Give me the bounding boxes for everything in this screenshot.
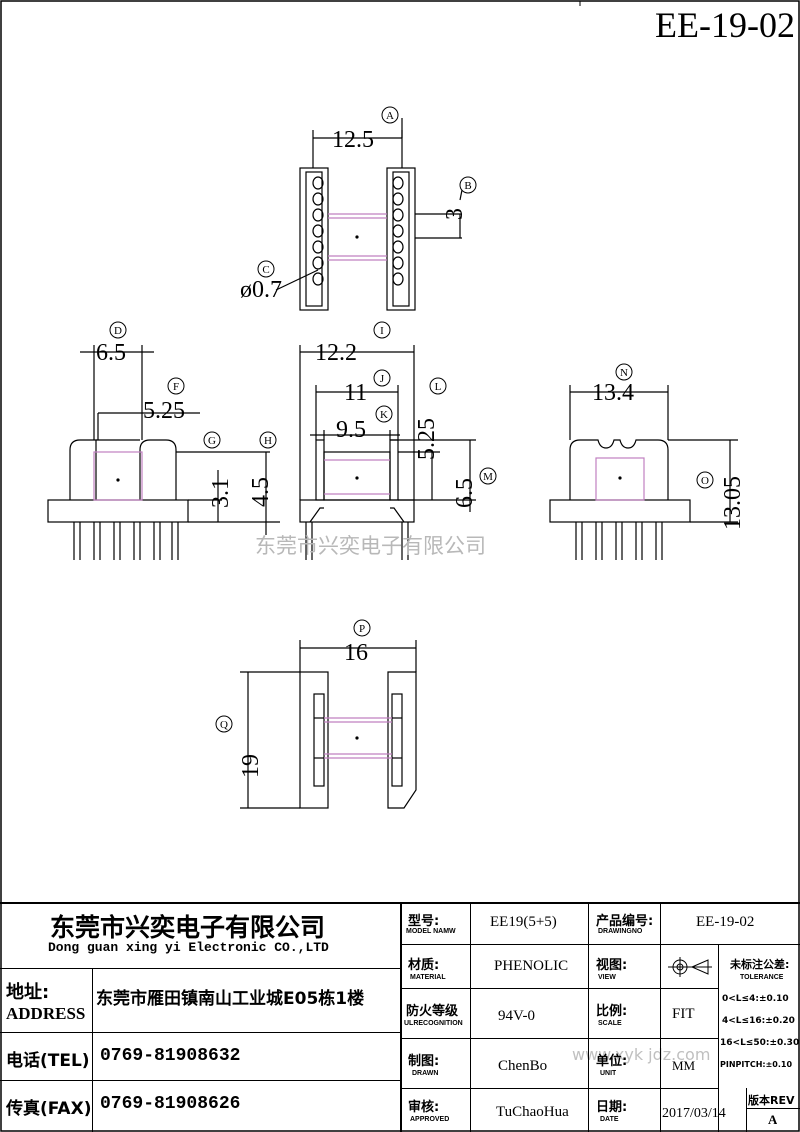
- drawingno-label-en: DRAWINGNO: [598, 928, 643, 935]
- dimension-tags: [109, 106, 714, 733]
- drawn-label: 制图:: [408, 1054, 440, 1069]
- dim-j-value: 11: [344, 380, 367, 406]
- date-value: 2017/03/14: [662, 1106, 726, 1121]
- drawingno-label: 产品编号:: [596, 914, 654, 929]
- tag-i: I: [380, 325, 384, 337]
- view-label-en: VIEW: [598, 974, 616, 981]
- approved-label-en: APPROVED: [410, 1116, 450, 1123]
- tag-l: L: [435, 381, 442, 393]
- date-label: 日期:: [596, 1100, 628, 1115]
- dim-k-value: 9.5: [336, 417, 366, 443]
- model-label: 型号:: [408, 914, 440, 929]
- front-view-right: [549, 385, 738, 560]
- address-label-en: ADDRESS: [6, 1004, 86, 1023]
- date-label-en: DATE: [600, 1116, 619, 1123]
- tag-m: M: [483, 471, 493, 483]
- dim-q-value: 19: [238, 754, 264, 778]
- drawn-label-en: DRAWN: [412, 1070, 439, 1077]
- scale-label: 比例:: [596, 1004, 628, 1019]
- title-block: 东莞市兴奕电子有限公司 Dong guan xing yi Electronic…: [0, 902, 800, 1132]
- tolerance-row-3: 16<L≤50:±0.30: [720, 1038, 800, 1048]
- drawing-title: EE-19-02: [655, 5, 795, 45]
- unit-value: MM: [672, 1058, 696, 1073]
- revision-value: A: [768, 1112, 778, 1127]
- tag-o: O: [701, 475, 709, 487]
- material-value: PHENOLIC: [494, 958, 569, 974]
- view-label: 视图:: [596, 958, 628, 973]
- dim-a-value: 12.5: [332, 127, 374, 153]
- projection-symbol-icon: [668, 957, 712, 977]
- tolerance-label-en: TOLERANCE: [740, 974, 784, 981]
- watermark-corner: www.xyk jdz.com: [572, 1045, 710, 1064]
- tag-a: A: [386, 110, 394, 122]
- approved-value: TuChaoHua: [496, 1104, 569, 1120]
- tag-f: F: [173, 381, 179, 393]
- bottom-view: [240, 640, 417, 809]
- ul-label-en: ULRECOGNITION: [404, 1020, 463, 1027]
- scale-value: FIT: [672, 1006, 695, 1022]
- dim-b-value: 3: [442, 208, 468, 220]
- model-label-en: MODEL NAMW: [406, 928, 456, 935]
- fax-label: 传真(FAX): [6, 1099, 92, 1119]
- company-name-en: Dong guan xing yi Electronic CO.,LTD: [48, 940, 329, 955]
- dim-o-value: 13.05: [720, 476, 746, 530]
- fax-value: 0769-81908626: [100, 1094, 241, 1114]
- ul-label: 防火等级: [406, 1004, 459, 1019]
- drawingno-value: EE-19-02: [696, 914, 755, 930]
- tolerance-row-4: PINPITCH:±0.10: [720, 1060, 793, 1069]
- dim-n-value: 13.4: [592, 380, 634, 406]
- tag-q: Q: [220, 719, 228, 731]
- unit-label-en: UNIT: [600, 1070, 617, 1077]
- dim-f-value: 5.25: [143, 398, 185, 424]
- dim-h-value: 4.5: [248, 477, 274, 507]
- dim-i-value: 12.2: [315, 340, 357, 366]
- material-label: 材质:: [408, 958, 440, 973]
- tag-c: C: [262, 264, 269, 276]
- tel-value: 0769-81908632: [100, 1046, 241, 1066]
- company-name-cn: 东莞市兴奕电子有限公司: [50, 913, 326, 942]
- drawn-value: ChenBo: [498, 1058, 548, 1074]
- approved-label: 审核:: [408, 1100, 440, 1115]
- ul-value: 94V-0: [498, 1008, 535, 1024]
- model-value: EE19(5+5): [490, 914, 557, 930]
- tolerance-row-1: 0<L≤4:±0.10: [722, 994, 789, 1004]
- tag-g: G: [208, 435, 216, 447]
- dim-p-value: 16: [344, 640, 368, 666]
- tag-b: B: [464, 180, 471, 192]
- tag-p: P: [359, 623, 365, 635]
- top-view: [275, 118, 463, 311]
- tag-d: D: [114, 325, 122, 337]
- dim-g-value: 3.1: [208, 478, 234, 508]
- tag-n: N: [620, 367, 628, 379]
- tag-k: K: [380, 409, 388, 421]
- material-label-en: MATERIAL: [410, 974, 446, 981]
- unit-label: 单位:: [596, 1054, 628, 1069]
- dim-m-value: 6.5: [452, 478, 478, 508]
- watermark-center: 东莞市兴奕电子有限公司: [255, 534, 486, 558]
- address-value: 东莞市雁田镇南山工业城E05栋1楼: [96, 989, 365, 1009]
- address-label-cn: 地址:: [6, 982, 50, 1003]
- tolerance-row-2: 4<L≤16:±0.20: [722, 1016, 795, 1026]
- front-view-left: [47, 345, 280, 560]
- dim-c-value: ø0.7: [240, 277, 282, 303]
- tag-h: H: [264, 435, 272, 447]
- revision-label: 版本REV: [748, 1094, 795, 1107]
- side-view-middle: [299, 345, 476, 560]
- tag-j: J: [380, 373, 385, 385]
- tolerance-label: 未标注公差:: [730, 958, 790, 971]
- tel-label: 电话(TEL): [6, 1051, 90, 1071]
- dim-d-value: 6.5: [96, 340, 126, 366]
- dim-l-value: 5.25: [414, 418, 440, 460]
- scale-label-en: SCALE: [598, 1020, 622, 1027]
